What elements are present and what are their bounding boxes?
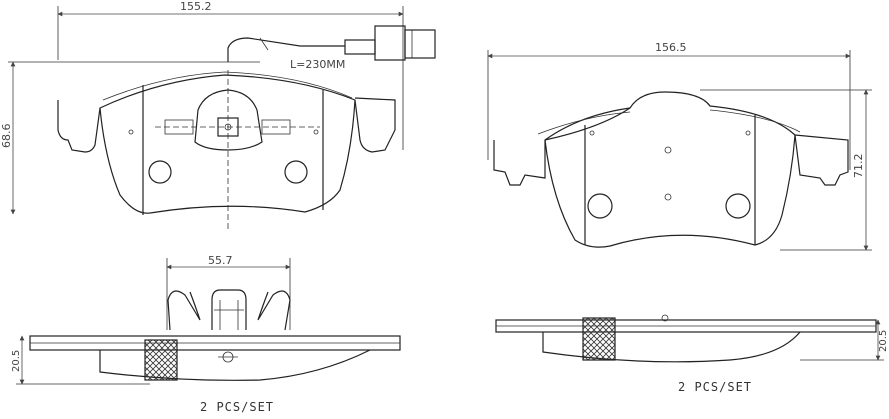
thickness-dimension-label: 20.5	[878, 330, 889, 352]
pin-mark	[664, 193, 672, 201]
pad-hole-left	[587, 193, 613, 219]
thickness-dimension-label: 20.5	[11, 350, 22, 372]
clip-spring-arms	[167, 290, 291, 331]
quantity-label: 2 PCS/SET	[200, 400, 274, 414]
plate-edge	[544, 107, 631, 141]
pin-mark	[664, 146, 672, 154]
sensor-connector-body	[344, 39, 376, 55]
height-dimension-label: 68.6	[0, 124, 13, 149]
backing-plate-outline	[57, 74, 396, 153]
pin-mark	[128, 129, 134, 135]
pad-side-view-with-clip: 55.7 20.5 2 PCS/SET	[11, 254, 401, 414]
friction-material-outline	[544, 134, 796, 248]
sensor-connector	[374, 25, 406, 61]
clip-body	[211, 289, 247, 330]
pin-mark	[313, 129, 319, 135]
width-dimension-label: 155.2	[180, 0, 212, 13]
clip-detail	[214, 300, 244, 330]
sensor-length-label: L=230MM	[290, 58, 345, 71]
pad-hole-right	[284, 160, 308, 184]
center-mark	[224, 123, 232, 131]
pin-mark	[661, 314, 669, 322]
sensor-plug	[404, 29, 436, 59]
friction-material-side	[542, 331, 801, 363]
friction-material-side	[99, 349, 371, 381]
pad-front-view-with-sensor: 155.2 68.6 L=230MM	[0, 0, 436, 230]
clip-outline	[194, 89, 263, 151]
quantity-label: 2 PCS/SET	[678, 380, 752, 394]
clip-width-dimension-label: 55.7	[208, 254, 233, 267]
friction-material-outline	[99, 99, 356, 214]
pad-side-view-plain: 20.5 2 PCS/SET	[495, 314, 889, 394]
pad-hole-left	[148, 160, 172, 184]
backing-plate-outline	[493, 91, 849, 186]
pin-mark	[589, 130, 595, 136]
plate-top-edge	[102, 71, 353, 101]
sensor-wire	[227, 37, 345, 62]
pin-mark	[745, 130, 751, 136]
section-hatched	[582, 317, 616, 361]
pad-front-view-plain: 156.5 71.2	[487, 41, 872, 251]
sensor-wire-clip	[259, 37, 269, 51]
pad-hole-right	[725, 193, 751, 219]
width-dimension-label: 156.5	[655, 41, 687, 54]
plate-top-line	[537, 109, 801, 135]
clip-section-hatched	[144, 339, 178, 381]
height-dimension-label: 71.2	[852, 154, 865, 179]
